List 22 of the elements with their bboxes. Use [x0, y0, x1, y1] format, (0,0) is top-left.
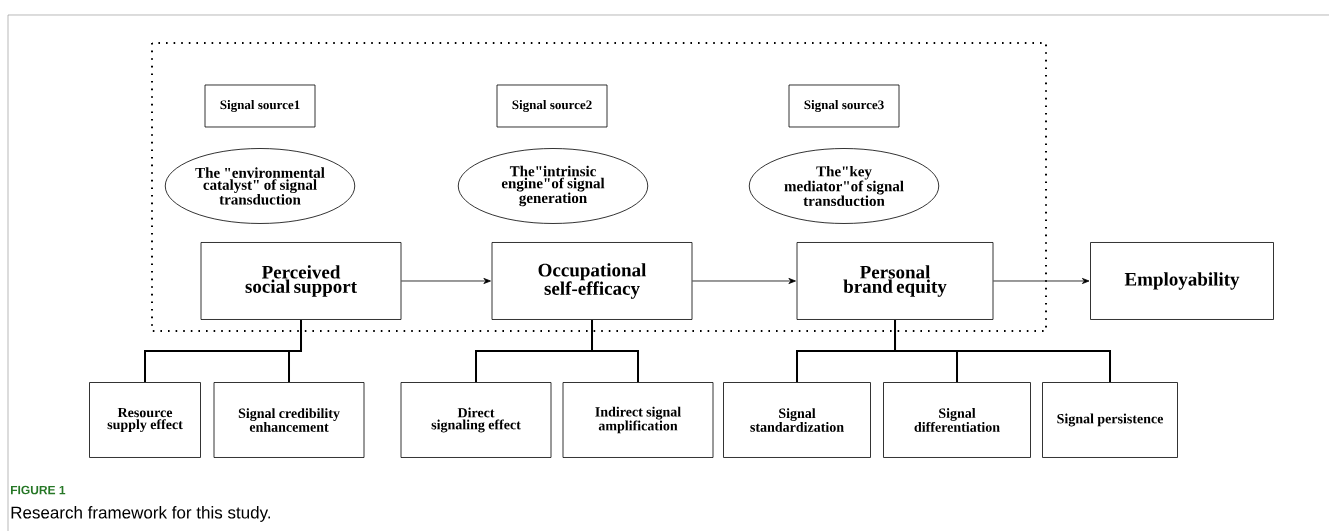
- dimension-box: Direct signaling effect: [400, 382, 552, 458]
- dimension-box: Signal credibility enhancement: [213, 382, 365, 458]
- connector-line: [894, 318, 1111, 384]
- source-box: Signal source2: [496, 84, 608, 128]
- connector-line: [288, 318, 302, 384]
- caption: Research framework for this study.: [11, 506, 270, 522]
- figure-label: FIGURE 1: [11, 485, 66, 495]
- source-box: Signal source1: [204, 84, 316, 128]
- construct-box: Employability: [1090, 242, 1274, 320]
- arrow: [692, 278, 796, 284]
- connector-line: [591, 318, 639, 384]
- construct-box: Personal brand equity: [796, 242, 994, 320]
- source-box: Signal source3: [788, 84, 900, 128]
- construct-box: Occupational self-efficacy: [491, 242, 693, 320]
- arrow: [993, 278, 1090, 284]
- arrow: [401, 278, 491, 284]
- dimension-box: Signal standardization: [723, 382, 871, 458]
- dimension-box: Signal persistence: [1042, 382, 1178, 458]
- dimension-box: Signal differentiation: [883, 382, 1031, 458]
- dimension-box: Indirect signal amplification: [562, 382, 714, 458]
- construct-box: Perceived social support: [200, 242, 402, 320]
- dimension-box: Resource supply effect: [89, 382, 201, 458]
